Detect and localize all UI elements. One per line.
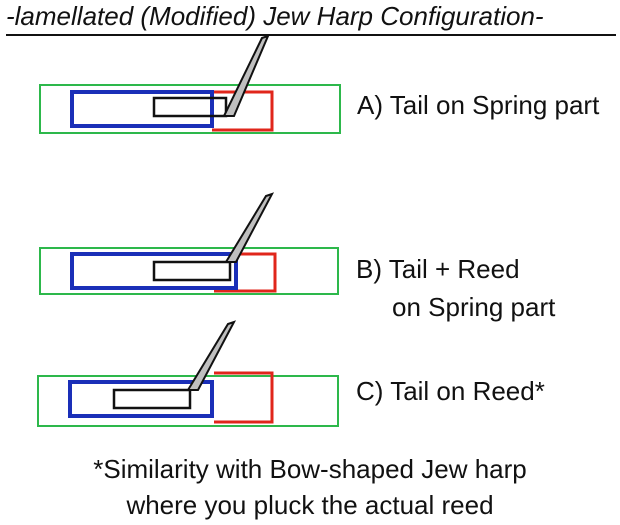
config-b-label-line2: on Spring part <box>392 292 556 322</box>
tail-part <box>222 34 270 117</box>
config-a-diagram <box>39 34 341 134</box>
outer-frame <box>37 375 339 427</box>
outer-frame <box>39 247 339 295</box>
config-c-label: C) Tail on Reed* <box>356 376 545 406</box>
footnote-line-2: where you pluck the actual reed <box>126 490 494 520</box>
config-a-label: A) Tail on Spring part <box>357 90 600 120</box>
spring-part <box>70 252 238 290</box>
reed-part <box>214 252 277 293</box>
tail-part <box>224 192 275 263</box>
config-b: B) Tail + Reed on Spring part <box>0 188 620 322</box>
config-c: C) Tail on Reed* <box>0 318 620 428</box>
reed-part <box>214 371 274 424</box>
inner-slot <box>112 388 192 410</box>
config-b-diagram <box>39 192 339 295</box>
page-title: -lamellated (Modified) Jew Harp Configur… <box>6 0 616 36</box>
spring-part <box>68 380 214 418</box>
footnote-line-1: *Similarity with Bow-shaped Jew harp <box>93 454 527 484</box>
config-b-label: B) Tail + Reed <box>356 254 520 284</box>
config-c-diagram <box>37 320 339 427</box>
inner-slot <box>152 96 228 118</box>
inner-slot <box>152 260 232 282</box>
config-a: A) Tail on Spring part <box>0 30 620 140</box>
tail-part <box>186 320 237 391</box>
outer-frame <box>39 84 341 134</box>
